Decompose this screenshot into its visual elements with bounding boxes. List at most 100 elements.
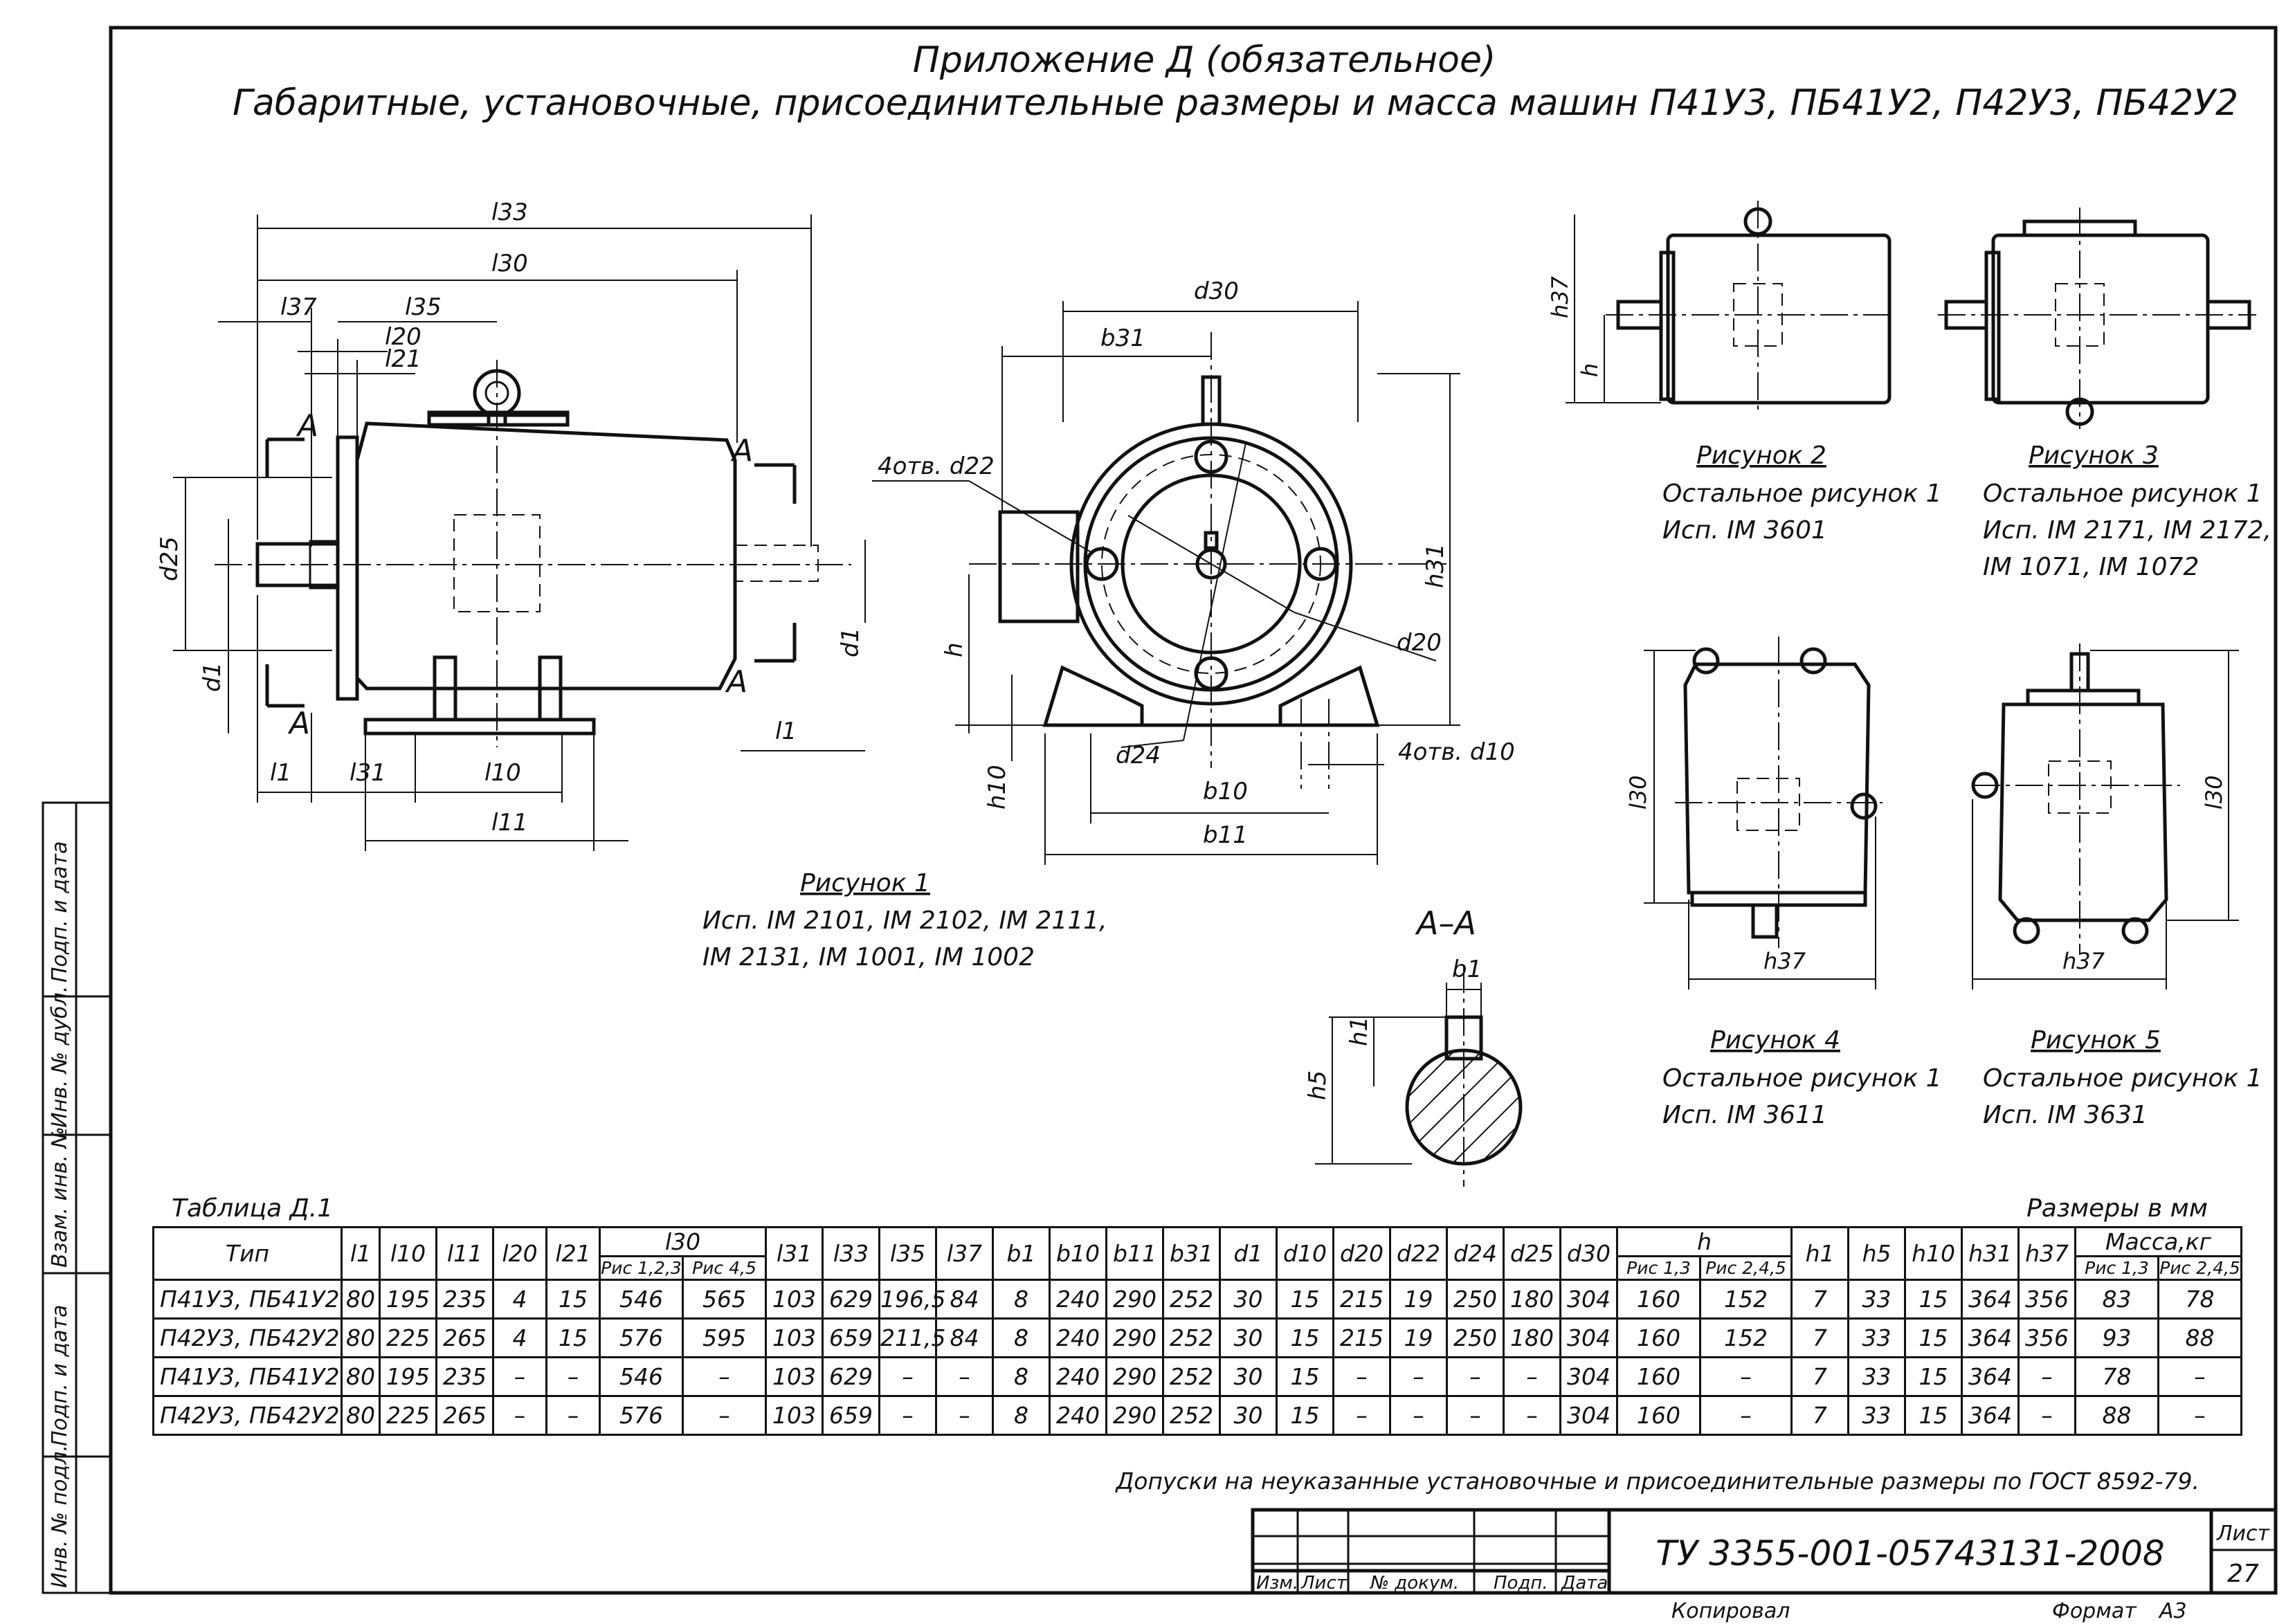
tolerance-note: Допуски на неуказанные установочные и пр…	[1114, 1468, 2199, 1495]
table-cell-type: П42У3, ПБ42У2	[152, 1317, 343, 1358]
table-cell: 103	[765, 1317, 824, 1358]
table-cell: –	[1503, 1395, 1562, 1436]
table-cell: –	[681, 1395, 768, 1436]
table-cell: 364	[1961, 1317, 2020, 1358]
fig2-dim-h37: h37	[1547, 275, 1573, 318]
table-cell: 33	[1847, 1395, 1907, 1436]
table-cell: 7	[1790, 1395, 1850, 1436]
table-cell: –	[1699, 1395, 1793, 1436]
th-b1: b1	[992, 1226, 1051, 1281]
page-title: Габаритные, установочные, присоединитель…	[233, 82, 2238, 124]
th-h5: h5	[1847, 1226, 1907, 1281]
th-d1: d1	[1219, 1226, 1278, 1281]
th-d24: d24	[1446, 1226, 1505, 1281]
th-l35: l35	[878, 1226, 938, 1281]
dim-d20: d20	[1397, 629, 1442, 657]
table-cell: 240	[1049, 1356, 1108, 1397]
th-mass-fig245: Рис 2,4,5	[2157, 1255, 2243, 1281]
th-h-fig13: Рис 1,3	[1616, 1255, 1702, 1281]
table-cell: 576	[599, 1317, 684, 1358]
table-cell: 33	[1847, 1356, 1907, 1397]
table-cell: 19	[1389, 1317, 1449, 1358]
figure-4: l30 h37	[1625, 637, 1883, 989]
title-block: Изм. Лист № докум. Подп. Дата ТУ 3355-00…	[1251, 1508, 2278, 1623]
table-caption: Таблица Д.1	[172, 1194, 333, 1223]
table-cell: 250	[1446, 1279, 1505, 1320]
table-cell: 7	[1790, 1317, 1850, 1358]
table-cell: –	[492, 1356, 547, 1397]
table-cell: 629	[822, 1356, 881, 1397]
table-cell: 546	[599, 1279, 684, 1320]
th-h37: h37	[2017, 1226, 2077, 1281]
table-cell: 356	[2017, 1317, 2077, 1358]
table-cell: 180	[1503, 1317, 1562, 1358]
dim-b11: b11	[1203, 821, 1248, 849]
th-mass-fig13: Рис 1,3	[2074, 1255, 2160, 1281]
table-cell: –	[545, 1395, 601, 1436]
table-cell: 576	[599, 1395, 684, 1436]
table-cell: 78	[2074, 1356, 2160, 1397]
figure-3	[1938, 208, 2256, 429]
table-cell: 364	[1961, 1356, 2020, 1397]
side-stamp: Подп. и дата Инв. № дубл. Взам. инв. № П…	[42, 801, 112, 1594]
dim-d1-right: d1	[837, 628, 864, 657]
th-d30: d30	[1559, 1226, 1619, 1281]
table-cell: 565	[681, 1279, 768, 1320]
section-title: А–А	[1415, 904, 1476, 942]
dim-l31: l31	[350, 759, 386, 787]
table-cell: 364	[1961, 1395, 2020, 1436]
table-cell: 15	[545, 1317, 601, 1358]
th-l11: l11	[435, 1226, 494, 1281]
th-l1: l1	[341, 1226, 381, 1281]
th-h10: h10	[1904, 1226, 1963, 1281]
table-cell: 84	[935, 1279, 995, 1320]
table-cell: 30	[1219, 1395, 1278, 1436]
table-cell: 195	[379, 1356, 437, 1397]
tb-copied: Копировал	[1671, 1599, 1790, 1623]
table-cell: 83	[2074, 1279, 2160, 1320]
table-cell: 304	[1559, 1279, 1619, 1320]
table-cell: 30	[1219, 1317, 1278, 1358]
table-cell: –	[1699, 1356, 1793, 1397]
figure-5-caption: Рисунок 5	[2031, 1026, 2161, 1055]
section-mark-a-tr: А	[730, 433, 753, 468]
table-cell: 252	[1162, 1317, 1222, 1358]
table-cell: 659	[822, 1395, 881, 1436]
dim-l30: l30	[491, 250, 528, 277]
th-d10: d10	[1276, 1226, 1335, 1281]
table-cell: 7	[1790, 1279, 1850, 1320]
th-l10: l10	[379, 1226, 437, 1281]
table-cell: 240	[1049, 1395, 1108, 1436]
dim-h1: h1	[1345, 1016, 1373, 1046]
th-b11: b11	[1105, 1226, 1165, 1281]
th-l30: l30	[598, 1226, 768, 1257]
table-cell: 225	[379, 1395, 437, 1436]
table-cell: 215	[1332, 1317, 1392, 1358]
figure-3-line2: Исп. IM 2171, IM 2172,	[1983, 516, 2271, 545]
dim-l10: l10	[484, 759, 521, 787]
th-b31: b31	[1162, 1226, 1222, 1281]
table-cell: 304	[1559, 1317, 1619, 1358]
table-cell: 103	[765, 1279, 824, 1320]
table-cell: 80	[341, 1356, 381, 1397]
th-l20: l20	[492, 1226, 547, 1281]
table-cell: 80	[341, 1317, 381, 1358]
tb-col-doc: № докум.	[1369, 1573, 1459, 1594]
tb-col-date: Дата	[1561, 1573, 1608, 1594]
stamp-sign-date-2: Подп. и дата	[48, 1305, 72, 1446]
table-cell: 8	[992, 1395, 1051, 1436]
table-cell: 15	[1276, 1356, 1335, 1397]
figure-2-line2: Исп. IM 3601	[1662, 516, 1827, 545]
dim-l21: l21	[385, 345, 421, 373]
tb-format-label: Формат	[2052, 1599, 2137, 1623]
table-cell: –	[545, 1356, 601, 1397]
table-cell: 252	[1162, 1356, 1222, 1397]
table-cell: –	[1503, 1356, 1562, 1397]
table-units: Размеры в мм	[2026, 1194, 2208, 1223]
dim-b1: b1	[1452, 956, 1482, 983]
figure-5-line1: Остальное рисунок 1	[1983, 1064, 2262, 1093]
dim-h31: h31	[1422, 543, 1449, 588]
